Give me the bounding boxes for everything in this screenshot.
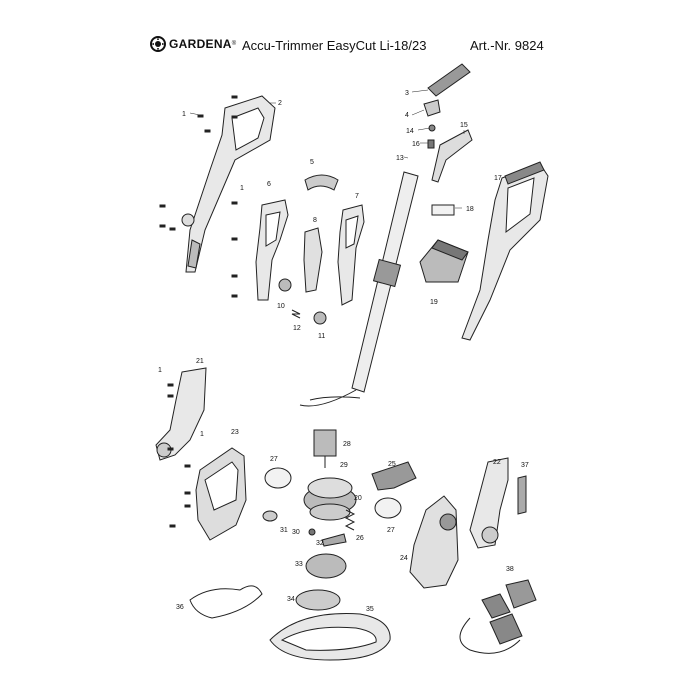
label-part-18: [431, 204, 455, 216]
spring-part-12: [291, 309, 301, 319]
cover-part-15: [431, 129, 473, 183]
callout-6: 6: [267, 181, 271, 188]
washer-part-30: [308, 528, 316, 536]
protective-guard-part-35: [269, 613, 391, 661]
cover-plate-part-22: [469, 457, 509, 549]
gear-part-10: [278, 278, 292, 292]
callout-31: 31: [280, 527, 288, 534]
callout-25: 25: [388, 461, 396, 468]
ring-part-31: [262, 510, 278, 522]
grip-cover-part: [304, 174, 339, 191]
screws-group: [159, 95, 238, 528]
shaft-tube-part: [299, 171, 419, 407]
callout-38: 38: [506, 566, 514, 573]
callout-37: 37: [521, 462, 529, 469]
spool-cap-part-34: [295, 589, 341, 611]
callout-22: 22: [493, 459, 501, 466]
callout-36: 36: [176, 604, 184, 611]
callout-1: 1: [182, 111, 186, 118]
gardena-logo-icon: [150, 36, 166, 52]
callout-27-b: 27: [387, 527, 395, 534]
callout-35: 35: [366, 606, 374, 613]
callout-8: 8: [313, 217, 317, 224]
callout-13: 13: [396, 155, 404, 162]
pin-part-16: [427, 139, 435, 149]
motor-cover-part-23: [195, 447, 247, 541]
callout-16: 16: [412, 141, 420, 148]
top-grip-part: [427, 63, 471, 97]
callout-15: 15: [460, 122, 468, 129]
callout-30: 30: [292, 529, 300, 536]
callout-10: 10: [277, 303, 285, 310]
trigger-part: [303, 227, 323, 293]
callout-12: 12: [293, 325, 301, 332]
battery-pack-part: [419, 239, 469, 283]
handle-half-part-6: [255, 199, 289, 301]
callout-26: 26: [356, 535, 364, 542]
upper-handle-housing-part: [181, 95, 276, 273]
part-callouts: 1 2 3 4 5 6 7 8 10 11 12 13 14 15 16 17 …: [158, 90, 529, 613]
callout-1-d: 1: [200, 431, 204, 438]
sleeve-part-27b: [374, 497, 402, 519]
spool-housing-part-20: [303, 477, 357, 521]
callout-21: 21: [196, 358, 204, 365]
callout-33: 33: [295, 561, 303, 568]
callout-29: 29: [340, 462, 348, 469]
callout-2: 2: [278, 100, 282, 107]
callout-1-b: 1: [240, 185, 244, 192]
callout-19: 19: [430, 299, 438, 306]
main-housing-part-17: [461, 161, 549, 341]
lever-part-25: [371, 461, 417, 491]
callout-32: 32: [316, 540, 324, 547]
callout-4: 4: [405, 112, 409, 119]
callout-7: 7: [355, 193, 359, 200]
motor-part-28: [313, 429, 337, 468]
sleeve-part-27a: [264, 467, 292, 489]
header: GARDENA ® Accu-Trimmer EasyCut Li-18/23 …: [150, 36, 550, 60]
spring-part-26: [344, 509, 356, 531]
callout-27-a: 27: [270, 456, 278, 463]
leader-lines: [189, 89, 465, 209]
callout-14: 14: [406, 128, 414, 135]
callout-11: 11: [318, 333, 325, 340]
spool-part-33: [305, 553, 347, 579]
wire-guard-part-36: [189, 585, 263, 619]
callout-28: 28: [343, 441, 351, 448]
document-title: Accu-Trimmer EasyCut Li-18/23: [242, 38, 427, 53]
handle-half-part-7: [337, 204, 365, 306]
article-number: Art.-Nr. 9824: [470, 38, 544, 53]
brand-registered-mark: ®: [231, 41, 237, 47]
lower-housing-part-21: [155, 367, 207, 461]
callout-20: 20: [354, 495, 362, 502]
callout-3: 3: [405, 90, 409, 97]
blade-part-32: [321, 533, 347, 547]
gear-part-11: [313, 311, 327, 325]
callout-17: 17: [494, 175, 502, 182]
callout-24: 24: [400, 555, 408, 562]
gardena-logo: GARDENA ®: [150, 36, 236, 52]
lock-part: [423, 99, 441, 117]
charger-part-38: [459, 579, 537, 654]
callout-23: 23: [231, 429, 239, 436]
spring-strip-part-37: [517, 475, 527, 515]
callout-34: 34: [287, 596, 295, 603]
callout-5: 5: [310, 159, 314, 166]
head-housing-part-24: [409, 495, 459, 589]
callout-18: 18: [466, 206, 474, 213]
callout-1-c: 1: [158, 367, 162, 374]
brand-name: GARDENA: [169, 37, 232, 51]
